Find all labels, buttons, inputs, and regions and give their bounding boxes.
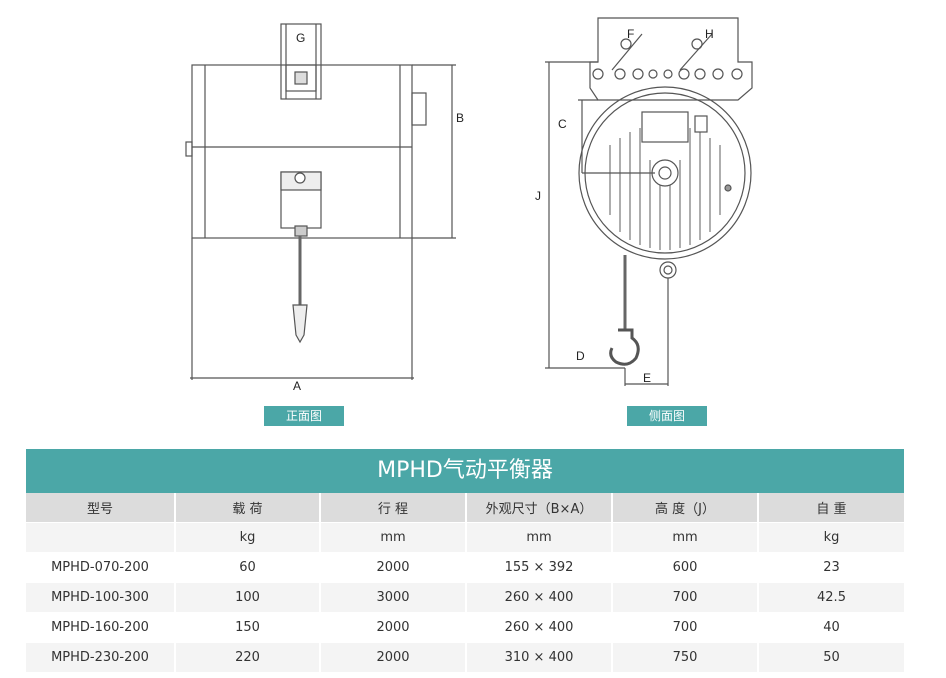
table-cell: 150 xyxy=(175,612,321,643)
side-view xyxy=(545,17,753,386)
dim-label-d: D xyxy=(576,349,585,363)
table-title: MPHD气动平衡器 xyxy=(26,449,904,493)
header-cell: 型号 xyxy=(26,493,176,523)
table-cell: 40 xyxy=(758,612,904,643)
table-row: MPHD-160-200 150 2000 260 × 400 700 40 xyxy=(26,612,904,643)
table-cell: 23 xyxy=(758,552,904,583)
table-cell: 260 × 400 xyxy=(466,582,613,613)
table-cell: MPHD-070-200 xyxy=(26,552,176,583)
unit-row: kg mm mm mm kg xyxy=(26,522,904,553)
header-cell: 载 荷 xyxy=(175,493,321,523)
table-cell: 700 xyxy=(612,582,759,613)
dim-label-j: J xyxy=(535,189,541,203)
table-cell: 220 xyxy=(175,642,321,673)
dim-label-f: F xyxy=(627,27,634,41)
unit-cell: mm xyxy=(612,522,759,553)
table-row: MPHD-100-300 100 3000 260 × 400 700 42.5 xyxy=(26,582,904,613)
header-row: 型号 载 荷 行 程 外观尺寸（B×A） 高 度（J） 自 重 xyxy=(26,493,904,523)
table-cell: 600 xyxy=(612,552,759,583)
dim-label-b: B xyxy=(456,111,464,125)
table-cell: 2000 xyxy=(320,552,467,583)
table-cell: 310 × 400 xyxy=(466,642,613,673)
dim-label-c: C xyxy=(558,117,567,131)
header-cell: 行 程 xyxy=(320,493,467,523)
table-cell: 60 xyxy=(175,552,321,583)
spec-table: MPHD气动平衡器 型号 载 荷 行 程 外观尺寸（B×A） 高 度（J） 自 … xyxy=(26,449,904,673)
dim-label-h: H xyxy=(705,27,714,41)
side-view-caption: 侧面图 xyxy=(627,406,707,426)
table-cell: MPHD-160-200 xyxy=(26,612,176,643)
unit-cell xyxy=(26,522,176,553)
dim-label-a: A xyxy=(293,379,301,393)
front-view xyxy=(185,23,456,380)
unit-cell: mm xyxy=(320,522,467,553)
header-cell: 外观尺寸（B×A） xyxy=(466,493,613,523)
front-view-caption: 正面图 xyxy=(264,406,344,426)
header-cell: 自 重 xyxy=(758,493,904,523)
unit-cell: kg xyxy=(175,522,321,553)
table-cell: 260 × 400 xyxy=(466,612,613,643)
table-cell: MPHD-230-200 xyxy=(26,642,176,673)
table-cell: 100 xyxy=(175,582,321,613)
table-cell: MPHD-100-300 xyxy=(26,582,176,613)
header-cell: 高 度（J） xyxy=(612,493,759,523)
table-cell: 50 xyxy=(758,642,904,673)
dim-label-e: E xyxy=(643,371,651,385)
table-row: MPHD-070-200 60 2000 155 × 392 600 23 xyxy=(26,552,904,583)
dim-label-g: G xyxy=(296,31,305,45)
table-cell: 2000 xyxy=(320,612,467,643)
unit-cell: mm xyxy=(466,522,613,553)
technical-drawing: A B G xyxy=(185,17,753,393)
table-cell: 3000 xyxy=(320,582,467,613)
table-cell: 42.5 xyxy=(758,582,904,613)
table-cell: 750 xyxy=(612,642,759,673)
table-cell: 2000 xyxy=(320,642,467,673)
unit-cell: kg xyxy=(758,522,904,553)
table-cell: 155 × 392 xyxy=(466,552,613,583)
table-cell: 700 xyxy=(612,612,759,643)
table-row: MPHD-230-200 220 2000 310 × 400 750 50 xyxy=(26,642,904,673)
